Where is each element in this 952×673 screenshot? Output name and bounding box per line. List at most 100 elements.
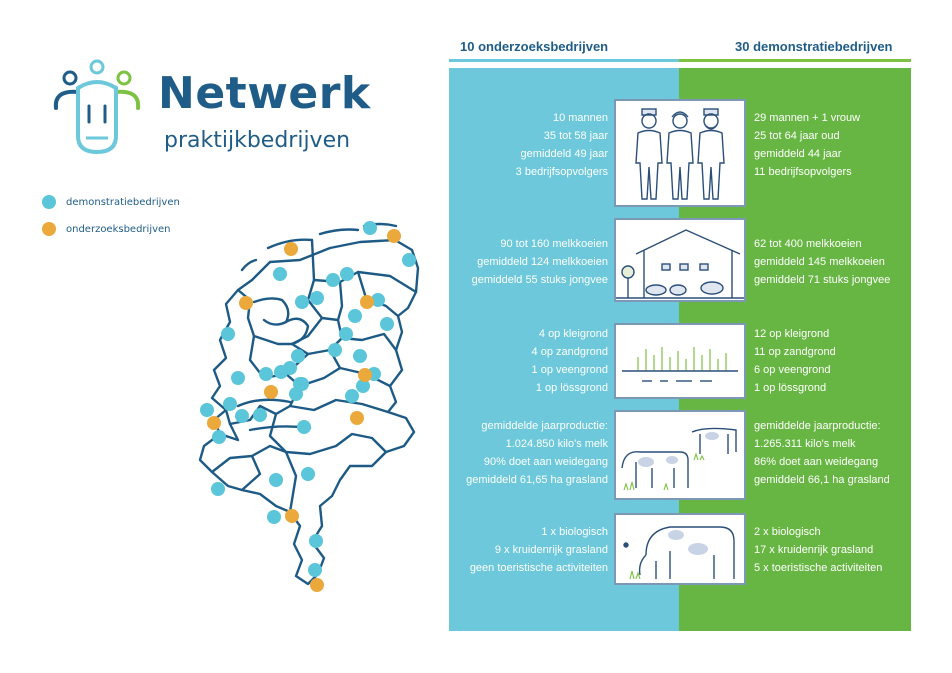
- map-dot: [310, 291, 324, 305]
- stat-line: gemiddeld 55 stuks jongvee: [471, 274, 608, 286]
- stat-line: 29 mannen + 1 vrouw: [754, 112, 861, 124]
- map-dot: [235, 409, 249, 423]
- map-dot: [239, 296, 253, 310]
- map-dot: [310, 578, 324, 592]
- stat-line: 2 x biologisch: [754, 526, 821, 538]
- row-production-right: gemiddelde jaarproductie: 1.265.311 kilo…: [754, 417, 914, 489]
- grazing-cows-icon: [614, 410, 746, 500]
- map-dot: [284, 242, 298, 256]
- legend-dot-demonstratie: [42, 195, 56, 209]
- map-dot: [291, 349, 305, 363]
- map-dot: [340, 267, 354, 281]
- row-herd-right: 62 tot 400 melkkoeien gemiddeld 145 melk…: [754, 235, 914, 289]
- stat-line: gemiddeld 66,1 ha grasland: [754, 474, 890, 486]
- stat-line: 62 tot 400 melkkoeien: [754, 238, 862, 250]
- map-dot: [356, 379, 370, 393]
- stat-line: 9 x kruidenrijk grasland: [494, 544, 608, 556]
- row-soil-right: 12 op kleigrond 11 op zandgrond 6 op vee…: [754, 325, 914, 397]
- stat-line: gemiddeld 145 melkkoeien: [754, 256, 885, 268]
- logo-cow-icon: [53, 59, 141, 155]
- stat-line: 86% doet aan weidegang: [754, 456, 879, 468]
- row-production-left: gemiddelde jaarproductie: 1.024.850 kilo…: [450, 417, 608, 489]
- map-dot: [348, 309, 362, 323]
- map-dot: [231, 371, 245, 385]
- stat-line: 1 op lössgrond: [754, 382, 827, 394]
- demonstratiebedrijven-dots: [200, 221, 416, 577]
- map-dot: [345, 389, 359, 403]
- header-divider: [449, 59, 911, 62]
- logo-title: Netwerk: [158, 68, 371, 119]
- map-dot: [339, 327, 353, 341]
- map-dot: [207, 416, 221, 430]
- logo-subtitle: praktijkbedrijven: [164, 128, 351, 153]
- map-dot: [295, 295, 309, 309]
- map-dot: [371, 293, 385, 307]
- map-dot: [223, 397, 237, 411]
- legend-label: demonstratiebedrijven: [66, 196, 180, 208]
- map-dot: [360, 295, 374, 309]
- stat-line: 1.024.850 kilo's melk: [505, 438, 608, 450]
- stat-line: gemiddelde jaarproductie:: [481, 420, 608, 432]
- legend-item-demonstratiebedrijven: demonstratiebedrijven: [42, 195, 180, 209]
- stat-line: 11 op zandgrond: [754, 346, 836, 358]
- stat-line: 12 op kleigrond: [754, 328, 830, 340]
- map-dot: [269, 473, 283, 487]
- row-soil-left: 4 op kleigrond 4 op zandgrond 1 op veeng…: [450, 325, 608, 397]
- stat-line: gemiddeld 124 melkkoeien: [477, 256, 608, 268]
- stat-line: 90 tot 160 melkkoeien: [500, 238, 608, 250]
- soil-icon: [614, 323, 746, 399]
- farmers-icon: [614, 99, 746, 207]
- stat-line: 17 x kruidenrijk grasland: [754, 544, 874, 556]
- legend-item-onderzoeksbedrijven: onderzoeksbedrijven: [42, 222, 171, 236]
- stat-line: 4 op kleigrond: [538, 328, 608, 340]
- logo: Netwerk praktijkbedrijven: [48, 58, 378, 168]
- map-dot: [289, 387, 303, 401]
- map-dot: [212, 430, 226, 444]
- map-dot: [363, 221, 377, 235]
- map-dot: [308, 563, 322, 577]
- map-dot: [301, 467, 315, 481]
- legend-dot-onderzoek: [42, 222, 56, 236]
- row-organic-left: 1 x biologisch 9 x kruidenrijk grasland …: [450, 523, 608, 577]
- stat-line: 4 op zandgrond: [531, 346, 608, 358]
- cow-bee-icon: [614, 513, 746, 585]
- stat-line: 11 bedrijfsopvolgers: [754, 166, 852, 178]
- stat-line: gemiddeld 71 stuks jongvee: [754, 274, 891, 286]
- map-dot: [285, 509, 299, 523]
- map-dot: [221, 327, 235, 341]
- stat-line: 25 tot 64 jaar oud: [754, 130, 840, 142]
- stat-line: 35 tot 58 jaar: [543, 130, 608, 142]
- stat-line: 1.265.311 kilo's melk: [754, 438, 856, 450]
- map-dot: [211, 482, 225, 496]
- map-dot: [358, 368, 372, 382]
- map-dot: [253, 408, 267, 422]
- row-herd-left: 90 tot 160 melkkoeien gemiddeld 124 melk…: [450, 235, 608, 289]
- stat-line: 1 x biologisch: [541, 526, 608, 538]
- stat-line: 10 mannen: [552, 112, 608, 124]
- map-dot: [328, 343, 342, 357]
- map-dot: [267, 510, 281, 524]
- row-farmers-left: 10 mannen 35 tot 58 jaar gemiddeld 49 ja…: [450, 109, 608, 181]
- stat-line: gemiddeld 61,65 ha grasland: [466, 474, 608, 486]
- row-organic-right: 2 x biologisch 17 x kruidenrijk grasland…: [754, 523, 914, 577]
- map-dot: [353, 349, 367, 363]
- map-dot: [387, 229, 401, 243]
- stat-line: gemiddelde jaarproductie:: [754, 420, 881, 432]
- stat-line: 1 op lössgrond: [535, 382, 608, 394]
- right-column-title: 30 demonstratiebedrijven: [735, 39, 893, 54]
- netherlands-map: [198, 221, 420, 592]
- row-farmers-right: 29 mannen + 1 vrouw 25 tot 64 jaar oud g…: [754, 109, 914, 181]
- map-dot: [402, 253, 416, 267]
- stat-line: gemiddeld 49 jaar: [520, 148, 608, 160]
- legend-label: onderzoeksbedrijven: [66, 223, 171, 235]
- stat-line: 5 x toeristische activiteiten: [754, 562, 883, 574]
- barn-icon: [614, 218, 746, 302]
- stat-line: 6 op veengrond: [754, 364, 831, 376]
- map-dot: [297, 420, 311, 434]
- map-dot: [350, 411, 364, 425]
- map-dot: [259, 367, 273, 381]
- stat-line: 1 op veengrond: [531, 364, 608, 376]
- stat-line: 3 bedrijfsopvolgers: [515, 166, 608, 178]
- stat-line: 90% doet aan weidegang: [483, 456, 608, 468]
- stat-line: gemiddeld 44 jaar: [754, 148, 842, 160]
